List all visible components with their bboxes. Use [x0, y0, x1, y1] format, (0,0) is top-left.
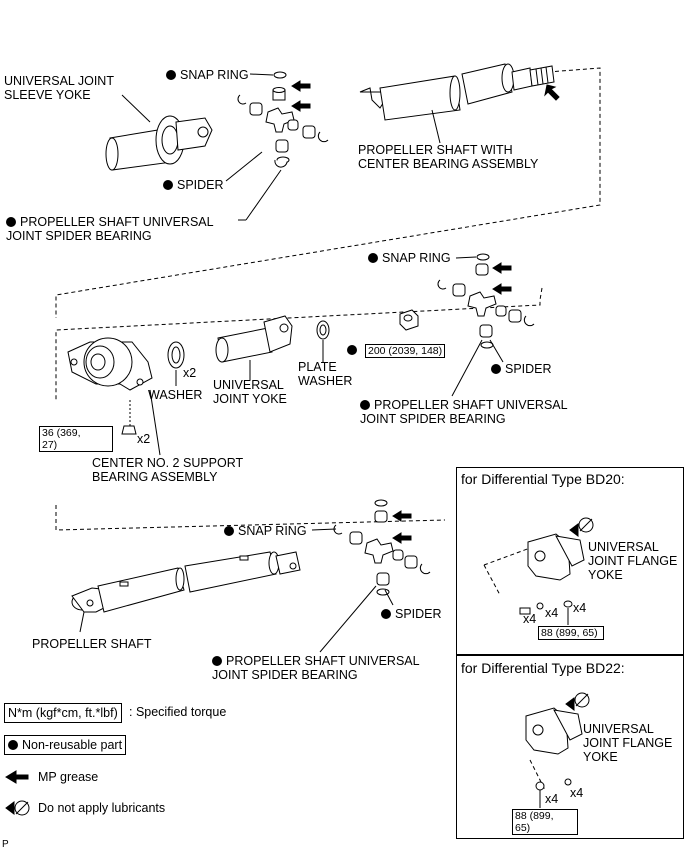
label-propeller-shaft-with-center-bearing: PROPELLER SHAFT WITH CENTER BEARING ASSE… — [358, 143, 539, 171]
label-snap-ring-1: SNAP RING — [166, 68, 249, 82]
leader-lines-2 — [149, 256, 504, 456]
label-spider-2: SPIDER — [491, 362, 552, 376]
legend-no-lube: Do not apply lubricants — [38, 801, 166, 815]
label-washer: WASHER — [148, 388, 203, 402]
non-reusable-icon — [381, 609, 391, 619]
non-reusable-icon — [368, 253, 378, 263]
no-lube-icon-bd22 — [565, 692, 590, 711]
torque-nut-center: 200 (2039, 148) — [365, 344, 446, 358]
non-reusable-icon — [6, 217, 16, 227]
legend-icons — [5, 770, 30, 816]
nut-part — [399, 309, 419, 331]
label-plate-washer: PLATE WASHER — [298, 360, 353, 388]
mult-bd22-washer: x4 — [570, 786, 584, 800]
flange-yoke-bd22-part — [525, 707, 583, 755]
label-spider-bearing-2: PROPELLER SHAFT UNIVERSAL JOINT SPIDER B… — [360, 398, 568, 426]
non-reusable-icon — [163, 180, 173, 190]
spider-assembly-3 — [333, 499, 431, 596]
washer-part — [167, 341, 185, 369]
propeller-shaft-part — [71, 551, 301, 613]
label-universal-joint-sleeve-yoke: UNIVERSAL JOINT SLEEVE YOKE — [4, 74, 114, 102]
spider-assembly-1 — [237, 71, 329, 168]
flange-yoke-bd20-part — [527, 533, 585, 581]
label-spider-3: SPIDER — [381, 607, 442, 621]
legend-non-reusable: Non-reusable part — [4, 735, 127, 755]
non-reusable-icon — [347, 345, 357, 355]
frame-bd20-title: for Differential Type BD20: — [461, 471, 625, 487]
frame-bd22 — [456, 655, 684, 839]
mult-washer: x2 — [183, 366, 197, 380]
mp-grease-arrows-3 — [392, 510, 412, 544]
bd20-fasteners — [519, 600, 573, 625]
legend-mp-grease: MP grease — [38, 770, 99, 784]
non-reusable-icon — [224, 526, 234, 536]
mp-grease-arrows-2 — [492, 262, 512, 295]
universal-joint-yoke-part — [215, 315, 293, 363]
label-spider-bearing-3: PROPELLER SHAFT UNIVERSAL JOINT SPIDER B… — [212, 654, 420, 682]
bd22-fasteners — [535, 778, 572, 808]
corner-mark: P — [2, 839, 9, 850]
non-reusable-icon — [360, 400, 370, 410]
label-flange-yoke-bd22: UNIVERSAL JOINT FLANGE YOKE — [583, 722, 673, 764]
universal-joint-sleeve-yoke-part — [105, 115, 213, 171]
nut-non-reusable-marker — [347, 343, 361, 357]
frame-bd22-title: for Differential Type BD22: — [461, 660, 625, 676]
leader-lines-1 — [121, 73, 441, 221]
label-universal-joint-yoke: UNIVERSAL JOINT YOKE — [213, 378, 287, 406]
leader-lines-3 — [79, 528, 394, 653]
spider-assembly-2 — [437, 253, 535, 349]
dashed-connectors — [55, 67, 601, 791]
support-bolt-part — [121, 400, 137, 435]
torque-bd22: 88 (899, 65) — [512, 809, 578, 835]
torque-bd20: 88 (899, 65) — [538, 626, 604, 640]
label-spider-1: SPIDER — [163, 178, 224, 192]
non-reusable-icon — [166, 70, 176, 80]
label-propeller-shaft: PROPELLER SHAFT — [32, 637, 152, 651]
label-flange-yoke-bd20: UNIVERSAL JOINT FLANGE YOKE — [588, 540, 678, 582]
center-support-bearing-part — [67, 337, 153, 391]
label-snap-ring-2: SNAP RING — [368, 251, 451, 265]
frame-bd20 — [456, 467, 684, 655]
label-center-support-bearing: CENTER NO. 2 SUPPORT BEARING ASSEMBLY — [92, 456, 244, 484]
plate-washer-part — [316, 320, 330, 340]
label-spider-bearing-1: PROPELLER SHAFT UNIVERSAL JOINT SPIDER B… — [6, 215, 214, 243]
mult-bd20-bolt: x4 — [523, 612, 537, 626]
legend-torque-desc: : Specified torque — [129, 705, 227, 719]
mp-grease-arrows-1 — [291, 80, 560, 112]
label-snap-ring-3: SNAP RING — [224, 524, 307, 538]
no-lube-icon-bd20 — [569, 517, 594, 537]
non-reusable-icon — [491, 364, 501, 374]
mult-bd20-nut: x4 — [573, 601, 587, 615]
non-reusable-icon — [8, 740, 18, 750]
legend-torque-box: N*m (kgf*cm, ft.*lbf) — [4, 703, 122, 723]
mult-support-bolt: x2 — [137, 432, 151, 446]
non-reusable-icon — [212, 656, 222, 666]
propeller-shaft-with-center-bearing-part — [359, 63, 555, 121]
mult-bd20-washer: x4 — [545, 606, 559, 620]
mult-bd22-nut: x4 — [545, 792, 559, 806]
torque-support-bolt: 36 (369, 27) — [39, 426, 113, 452]
